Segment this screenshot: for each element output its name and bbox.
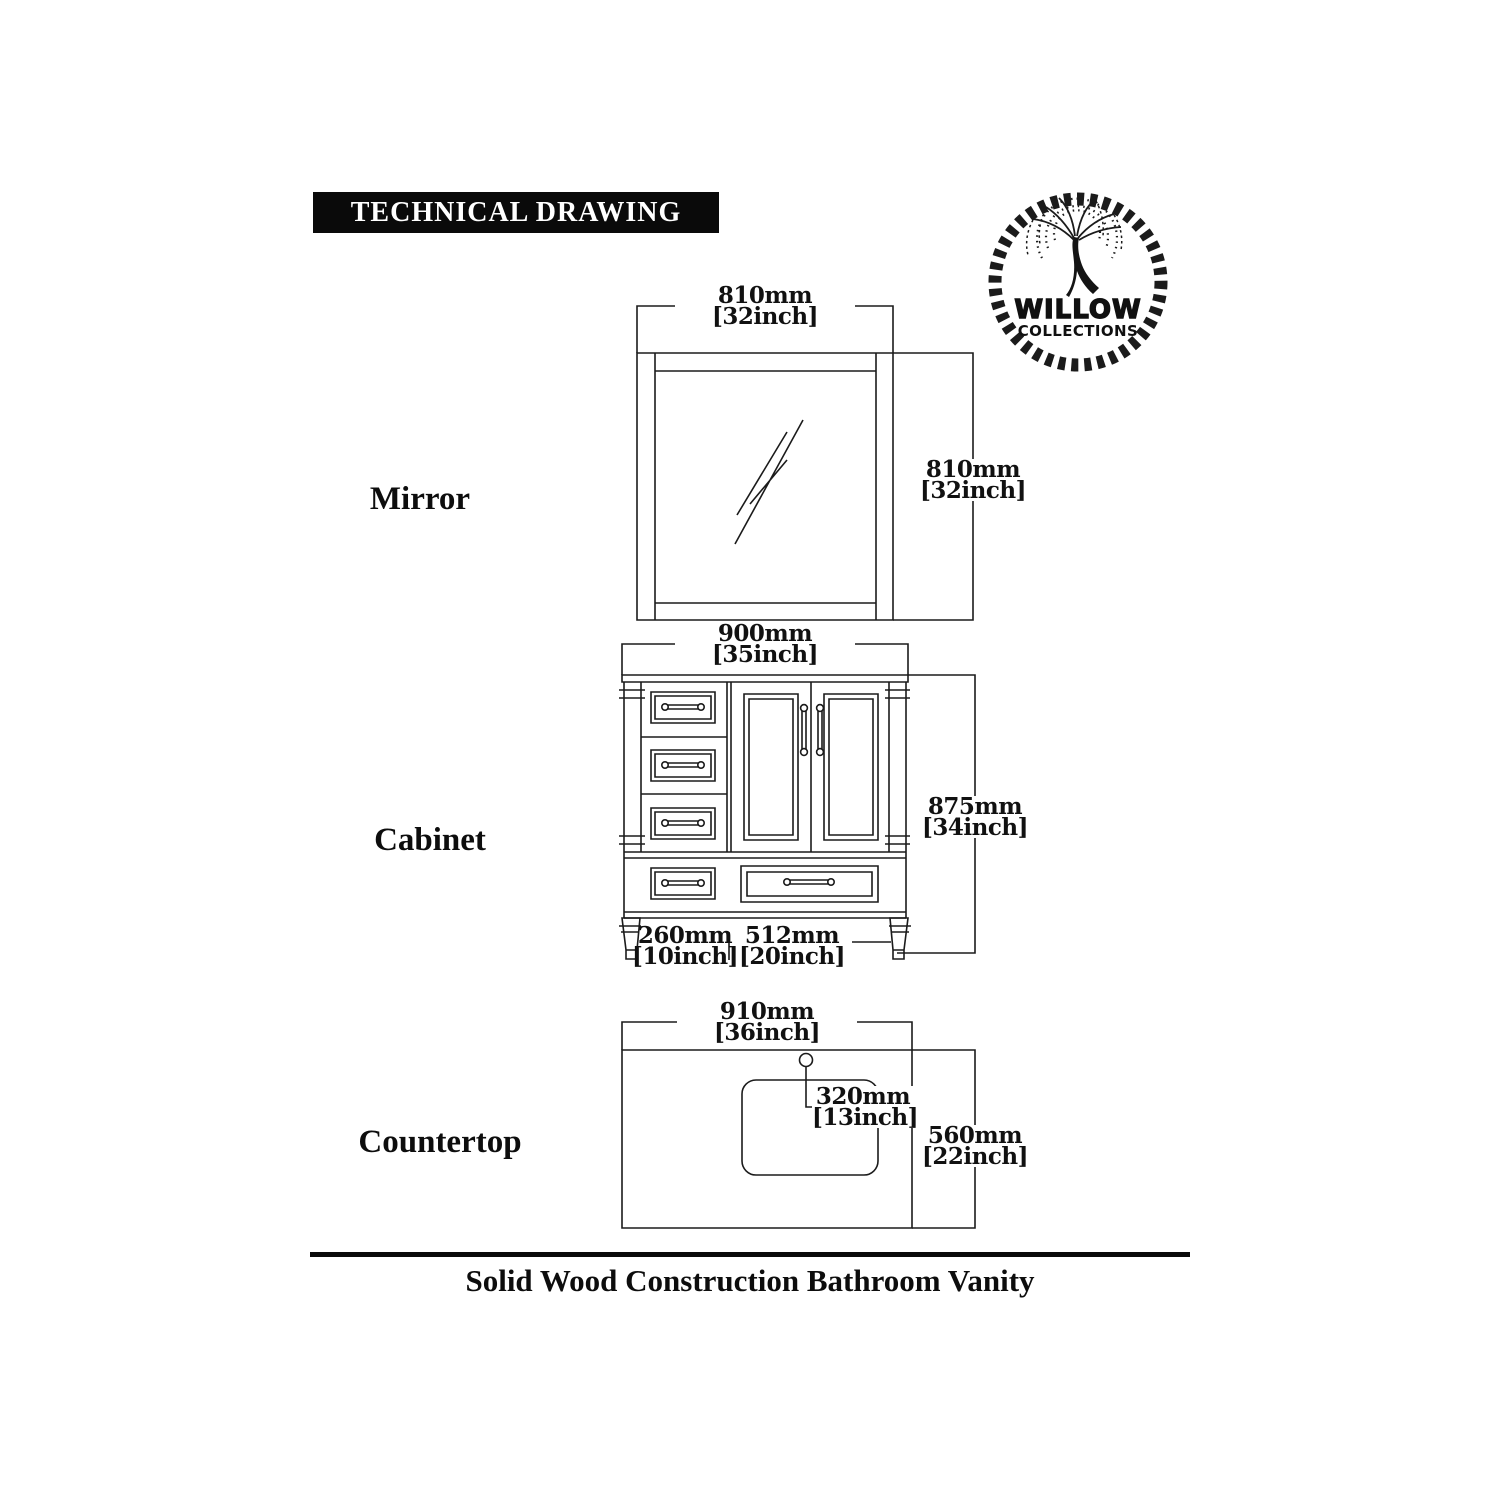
knob [826, 877, 835, 886]
countertop-width-dimension: 910mm [36inch] [677, 998, 857, 1046]
dimension-inch: [36inch] [714, 1019, 820, 1046]
mirror-section-label: Mirror [369, 481, 471, 517]
dimension-mm: 875mm [927, 793, 1023, 820]
dimension-inch: [22inch] [922, 1143, 1028, 1170]
dimension-mm: 810mm [925, 456, 1021, 483]
caption-rule [310, 1252, 1190, 1257]
willow-collections-logo: WILLOW COLLECTIONS [988, 192, 1168, 372]
mirror-height-dimension: 810mm [32inch] [913, 456, 1033, 504]
logo-tree-branches [1032, 197, 1122, 241]
knob [799, 747, 809, 757]
cabinet-body-outline [623, 682, 907, 919]
knob [696, 760, 705, 769]
knob [660, 878, 669, 887]
cabinet-width-dimension: 900mm [35inch] [675, 620, 855, 668]
logo-subtitle-text: COLLECTIONS [1018, 322, 1138, 340]
dimension-mm: 320mm [815, 1083, 911, 1110]
knob [660, 760, 669, 769]
cabinet-left-drawers-width-dimension: 260mm [10inch] [622, 922, 748, 970]
page-title: TECHNICAL DRAWING [350, 196, 682, 228]
dimension-inch: [34inch] [922, 814, 1028, 841]
logo-tree-willow-strands [1025, 200, 1123, 256]
cabinet-door-panels [743, 693, 879, 841]
cabinet-post-caps [619, 689, 910, 845]
dimension-mm: 512mm [744, 922, 840, 949]
mirror-width-dimension: 810mm [32inch] [675, 282, 855, 330]
cabinet-legs [619, 917, 911, 960]
cabinet-door-handle-knobs [799, 703, 825, 757]
mirror-drawing [636, 305, 974, 621]
dimension-inch: [20inch] [739, 943, 845, 970]
logo-brand-text: WILLOW [1014, 295, 1141, 325]
knob [815, 703, 825, 713]
cabinet-top-strip [621, 674, 909, 683]
logo-tree-trunk [1066, 237, 1099, 297]
cabinet-drawer-handle-knobs [660, 702, 835, 887]
mirror-reflection-lines [734, 419, 804, 545]
sheet-caption: Solid Wood Construction Bathroom Vanity [465, 1263, 1035, 1298]
countertop-outline [621, 1049, 913, 1229]
dimension-inch: [32inch] [920, 477, 1026, 504]
cabinet-door-handle-bars [801, 707, 823, 753]
logo-tree-foliage [1035, 197, 1119, 259]
cabinet-drawer-faces [650, 691, 879, 903]
faucet-hole [798, 1052, 814, 1068]
title-bar: TECHNICAL DRAWING [313, 192, 719, 233]
knob [696, 818, 705, 827]
dimension-inch: [35inch] [712, 641, 818, 668]
cabinet-section-label: Cabinet [374, 822, 486, 858]
knob [799, 703, 809, 713]
dimension-inch: [13inch] [812, 1104, 918, 1131]
knob [660, 818, 669, 827]
knob [696, 702, 705, 711]
countertop-section-label: Countertop [358, 1124, 522, 1160]
dimension-mm: 900mm [717, 620, 813, 647]
countertop-depth-dimension: 560mm [22inch] [915, 1122, 1035, 1170]
dimension-inch: [32inch] [712, 303, 818, 330]
cabinet-doors-width-dimension: 512mm [20inch] [722, 922, 862, 970]
knob [782, 877, 791, 886]
dimension-mm: 910mm [719, 998, 815, 1025]
logo-rope-ring [988, 192, 1168, 372]
dimension-mm: 260mm [637, 922, 733, 949]
dimension-mm: 560mm [927, 1122, 1023, 1149]
dimension-inch: [10inch] [632, 943, 738, 970]
dimension-mm: 810mm [717, 282, 813, 309]
knob [660, 702, 669, 711]
cabinet-height-dimension: 875mm [34inch] [915, 793, 1035, 841]
knob [696, 878, 705, 887]
faucet-offset-dimension: 320mm [13inch] [812, 1083, 918, 1131]
cabinet-bottom-dimension-ticks [728, 932, 891, 960]
knob [815, 747, 825, 757]
